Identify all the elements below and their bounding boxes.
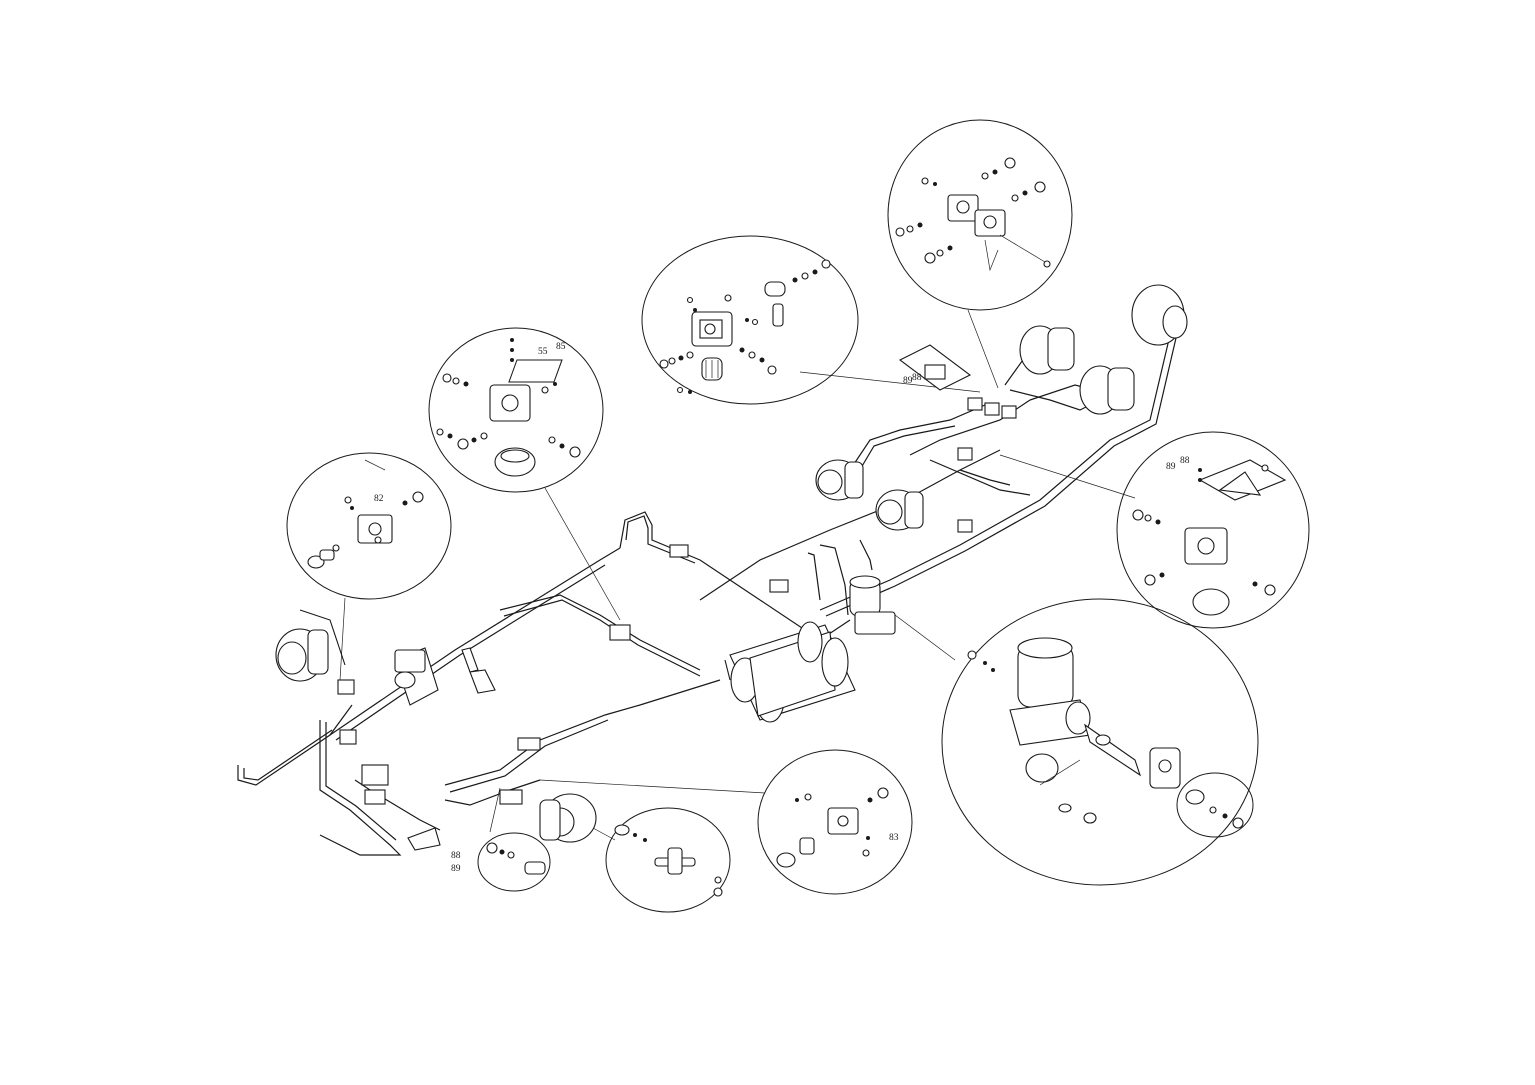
valves-front — [337, 519, 973, 851]
callout-55: 55 — [538, 347, 548, 357]
air-dryer-main — [849, 575, 896, 635]
brake-chamber-rear-2 — [875, 489, 924, 531]
leader-lines — [339, 309, 1136, 841]
callout-89: 89 — [451, 864, 461, 874]
callout-88: 88 — [1180, 456, 1190, 466]
callout-83: 83 — [889, 833, 899, 843]
callout-labels: 55 85 82 89 88 89 88 88 89 83 — [374, 342, 1190, 874]
detail-circle-left — [286, 452, 452, 600]
detail-circle-left-upper — [428, 327, 604, 493]
brake-chamber-rear-4 — [1079, 365, 1135, 415]
callout-82: 82 — [374, 494, 384, 504]
callout-88: 88 — [451, 851, 461, 861]
callout-89: 89 — [1166, 462, 1176, 472]
detail-circle-bottom-right — [757, 749, 913, 895]
callout-85: 85 — [556, 342, 566, 352]
mounting-bracket-rear — [898, 344, 972, 391]
detail-circle-large-right — [941, 598, 1259, 886]
slack-adjuster-lever — [461, 647, 496, 694]
air-compressor — [394, 647, 439, 706]
detail-circle-right — [1116, 431, 1310, 629]
detail-circle-bottom-small — [477, 832, 551, 892]
detail-circle-top-right — [887, 119, 1073, 311]
detail-sub-circle-right — [1176, 772, 1254, 838]
air-dryer — [1009, 637, 1091, 746]
detail-circle-top — [641, 235, 859, 405]
detail-circle-bottom-mid — [605, 807, 731, 913]
valve-cluster-rear — [957, 397, 1017, 461]
air-tank-assembly — [724, 621, 856, 723]
callout-89: 89 — [903, 376, 913, 386]
brake-chamber-front-right — [539, 793, 597, 843]
fitting-chain — [659, 259, 831, 394]
brake-chamber-rear-3 — [1019, 325, 1075, 375]
callout-88: 88 — [912, 373, 922, 383]
brake-chamber-front-left — [275, 609, 346, 682]
brake-chamber-trailer — [1131, 284, 1188, 346]
brake-chamber-rear-1 — [815, 459, 864, 501]
